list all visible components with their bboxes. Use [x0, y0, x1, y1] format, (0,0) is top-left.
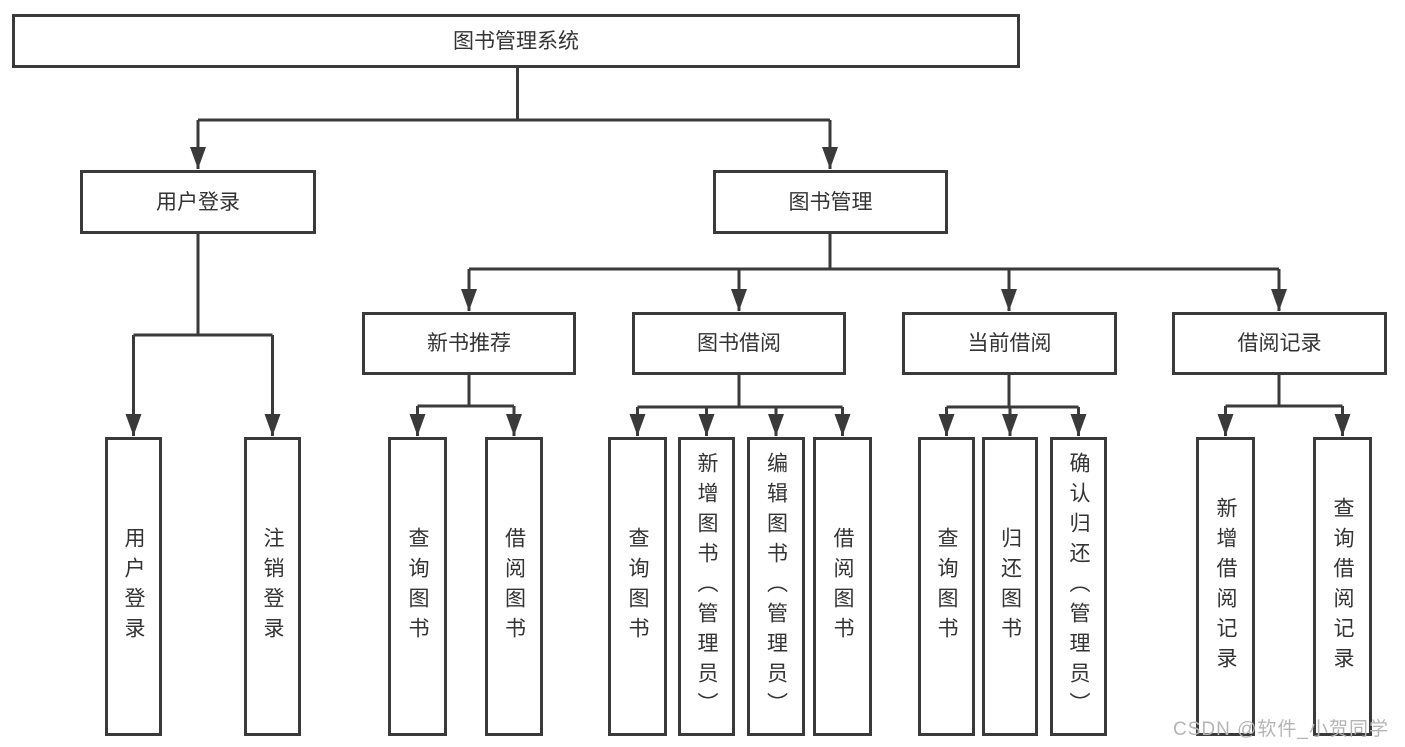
node-new-book-recommend: 新书推荐 — [362, 312, 576, 375]
watermark: CSDN @软件_小贺同学 — [1173, 719, 1389, 740]
node-leaf-query-books-recommend: 查询图书 — [388, 437, 447, 736]
leaf-label: 借阅图书 — [502, 526, 526, 647]
leaf-label: 查询借阅记录 — [1331, 496, 1354, 677]
node-leaf-add-books-admin: 新增图书（管理员） — [678, 437, 735, 736]
connector-root-to-level2 — [196, 68, 832, 169]
leaf-label: 新增图书（管理员） — [695, 451, 718, 722]
connector-newbook-to-leaves — [416, 375, 516, 436]
leaf-label: 查询图书 — [626, 526, 649, 647]
node-leaf-confirm-return-admin: 确认归还（管理员） — [1050, 437, 1107, 736]
node-leaf-query-borrow-record: 查询借阅记录 — [1313, 437, 1372, 736]
node-borrow-records: 借阅记录 — [1172, 312, 1387, 375]
node-leaf-query-books-current: 查询图书 — [918, 437, 975, 736]
node-book-management: 图书管理 — [713, 170, 948, 234]
node-root: 图书管理系统 — [12, 14, 1020, 68]
node-leaf-edit-books-admin: 编辑图书（管理员） — [747, 437, 805, 736]
leaf-label: 查询图书 — [406, 526, 429, 647]
leaf-label: 注销登录 — [261, 526, 284, 647]
connector-userlogin-to-leaves — [132, 234, 274, 436]
connector-bookmgmt-to-level3 — [467, 234, 1281, 311]
arrowheads — [125, 147, 1351, 436]
leaf-label: 编辑图书（管理员） — [764, 451, 788, 722]
leaf-label: 用户登录 — [122, 526, 145, 647]
leaf-label: 查询图书 — [935, 526, 958, 647]
node-leaf-borrow-books: 借阅图书 — [813, 437, 872, 736]
leaf-label: 借阅图书 — [831, 526, 854, 647]
leaf-label: 归还图书 — [998, 526, 1022, 647]
node-leaf-return-books: 归还图书 — [982, 437, 1038, 736]
node-leaf-add-borrow-record: 新增借阅记录 — [1196, 437, 1255, 736]
node-leaf-borrow-books-recommend: 借阅图书 — [485, 437, 543, 736]
connector-records-to-leaves — [1224, 375, 1344, 436]
node-leaf-query-books-borrow: 查询图书 — [608, 437, 667, 736]
leaf-label: 新增借阅记录 — [1214, 496, 1237, 677]
connector-bookborrow-to-leaves — [636, 375, 844, 436]
node-leaf-logout: 注销登录 — [244, 437, 301, 736]
node-book-borrow: 图书借阅 — [632, 312, 846, 375]
leaf-label: 确认归还（管理员） — [1067, 451, 1090, 722]
node-leaf-user-login: 用户登录 — [105, 437, 162, 736]
node-user-login: 用户登录 — [80, 170, 316, 234]
node-current-borrow: 当前借阅 — [902, 312, 1117, 375]
